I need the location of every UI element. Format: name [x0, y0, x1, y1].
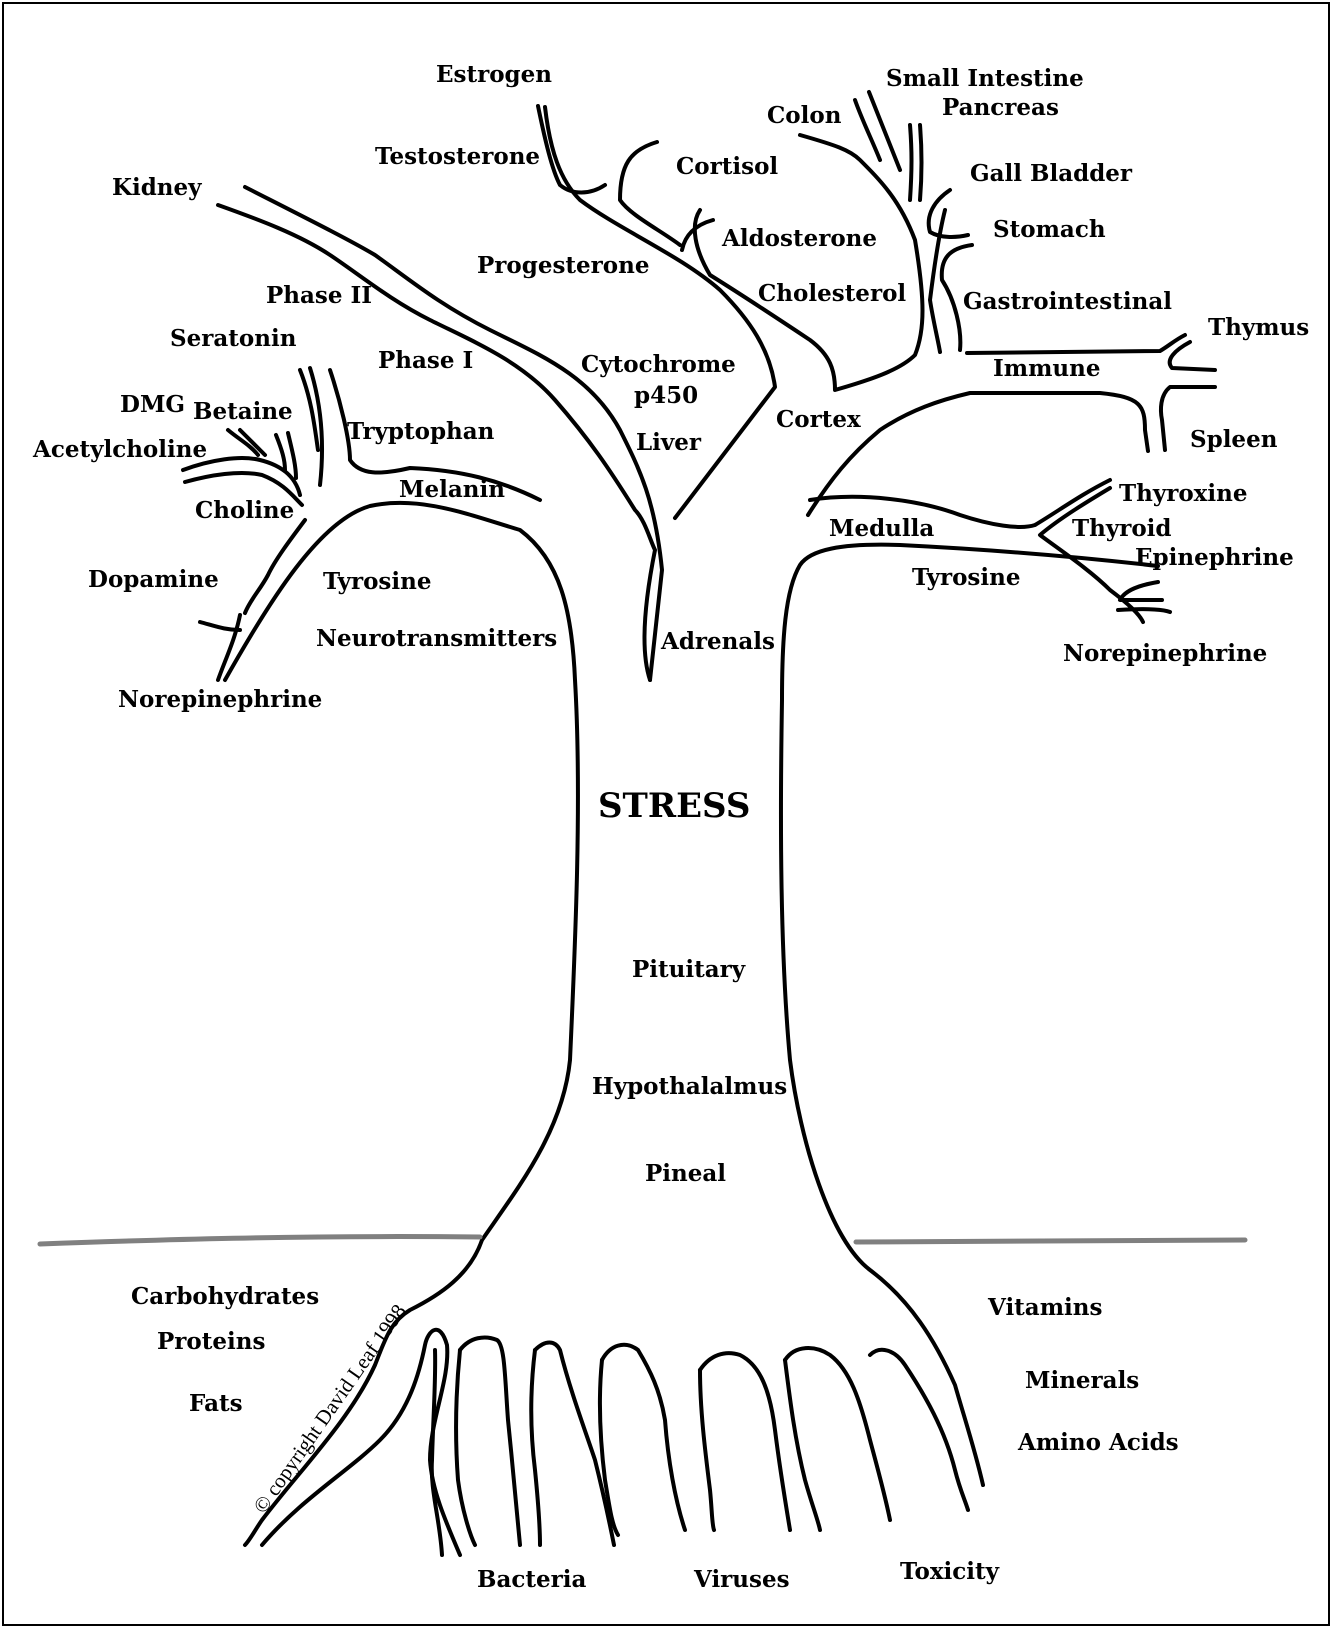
label-aldosterone: Aldosterone [722, 227, 877, 250]
root-13 [870, 1350, 968, 1510]
label-medulla: Medulla [829, 517, 934, 540]
branch-immune [967, 335, 1185, 353]
branch-betaine-b [288, 433, 296, 478]
label-neurotransmitters: Neurotransmitters [316, 627, 557, 650]
label-gall-bladder: Gall Bladder [970, 162, 1132, 185]
label-pineal: Pineal [645, 1162, 726, 1185]
branch-pancreas-a [910, 125, 912, 200]
root-4 [456, 1350, 475, 1545]
label-pituitary: Pituitary [632, 958, 745, 981]
label-adrenals: Adrenals [661, 630, 775, 653]
label-gastrointestinal: Gastrointestinal [963, 290, 1172, 313]
label-immune: Immune [993, 357, 1101, 380]
branch-dopamine [200, 622, 240, 630]
label-bacteria: Bacteria [477, 1568, 586, 1591]
root-3 [460, 1337, 520, 1545]
root-6 [531, 1350, 540, 1545]
label-thyroxine: Thyroxine [1119, 482, 1247, 505]
label-amino-acids: Amino Acids [1018, 1431, 1179, 1454]
label-choline: Choline [195, 499, 294, 522]
branch-pancreas-b [920, 125, 922, 200]
label-small-intestine: Small Intestine [886, 67, 1084, 90]
label-colon: Colon [767, 104, 841, 127]
label-pancreas: Pancreas [942, 96, 1059, 119]
label-cholesterol: Cholesterol [758, 282, 906, 305]
root-11 [785, 1348, 890, 1520]
label-phase-i: Phase I [378, 349, 473, 372]
label-minerals: Minerals [1025, 1369, 1139, 1392]
label-vitamins: Vitamins [988, 1296, 1102, 1319]
trunk-right-edge [781, 545, 1158, 1485]
branch-gall-bladder [929, 190, 968, 237]
label-cortisol: Cortisol [676, 155, 778, 178]
root-8 [600, 1360, 618, 1535]
branch-norepi-right [1118, 609, 1170, 612]
root-9 [700, 1353, 790, 1530]
ground-line-right [856, 1240, 1245, 1242]
label-norepinephrine-right: Norepinephrine [1063, 642, 1267, 665]
label-tryptophan: Tryptophan [347, 420, 494, 443]
branch-thymus [1170, 342, 1215, 370]
label-betaine: Betaine [193, 400, 293, 423]
label-hypothalalmus: Hypothalalmus [592, 1075, 787, 1098]
label-cytochrome: Cytochrome [581, 353, 736, 376]
label-dmg: DMG [120, 393, 185, 416]
diagram-title: STRESS [598, 789, 750, 823]
label-acetylcholine: Acetylcholine [33, 438, 207, 461]
label-norepinephrine-left: Norepinephrine [118, 688, 322, 711]
label-fats: Fats [189, 1392, 243, 1415]
label-carbohydrates: Carbohydrates [131, 1285, 319, 1308]
label-testosterone: Testosterone [375, 145, 540, 168]
label-epinephrine: Epinephrine [1135, 546, 1294, 569]
label-thyroid: Thyroid [1072, 517, 1171, 540]
label-toxicity: Toxicity [900, 1560, 999, 1583]
root-10 [700, 1370, 714, 1530]
label-kidney: Kidney [112, 176, 202, 199]
label-estrogen: Estrogen [436, 63, 552, 86]
label-p450: p450 [634, 384, 698, 407]
label-melanin: Melanin [399, 478, 505, 501]
ground-line-left [40, 1237, 480, 1244]
label-liver: Liver [636, 431, 701, 454]
root-12 [785, 1360, 820, 1530]
label-seratonin: Seratonin [170, 327, 296, 350]
label-stomach: Stomach [993, 218, 1106, 241]
root-2 [432, 1350, 442, 1555]
label-proteins: Proteins [157, 1330, 265, 1353]
label-dopamine: Dopamine [88, 568, 219, 591]
label-progesterone: Progesterone [477, 254, 650, 277]
label-tyrosine-left: Tyrosine [323, 570, 431, 593]
label-thymus: Thymus [1208, 316, 1309, 339]
label-cortex: Cortex [776, 408, 861, 431]
branch-small-intestine [869, 92, 900, 170]
label-viruses: Viruses [694, 1568, 790, 1591]
branch-epinephrine [1120, 582, 1162, 600]
root-7 [602, 1345, 685, 1530]
label-spleen: Spleen [1190, 428, 1277, 451]
label-tyrosine-right: Tyrosine [912, 566, 1020, 589]
trunk-left-edge [225, 503, 578, 1545]
label-phase-ii: Phase II [266, 284, 372, 307]
